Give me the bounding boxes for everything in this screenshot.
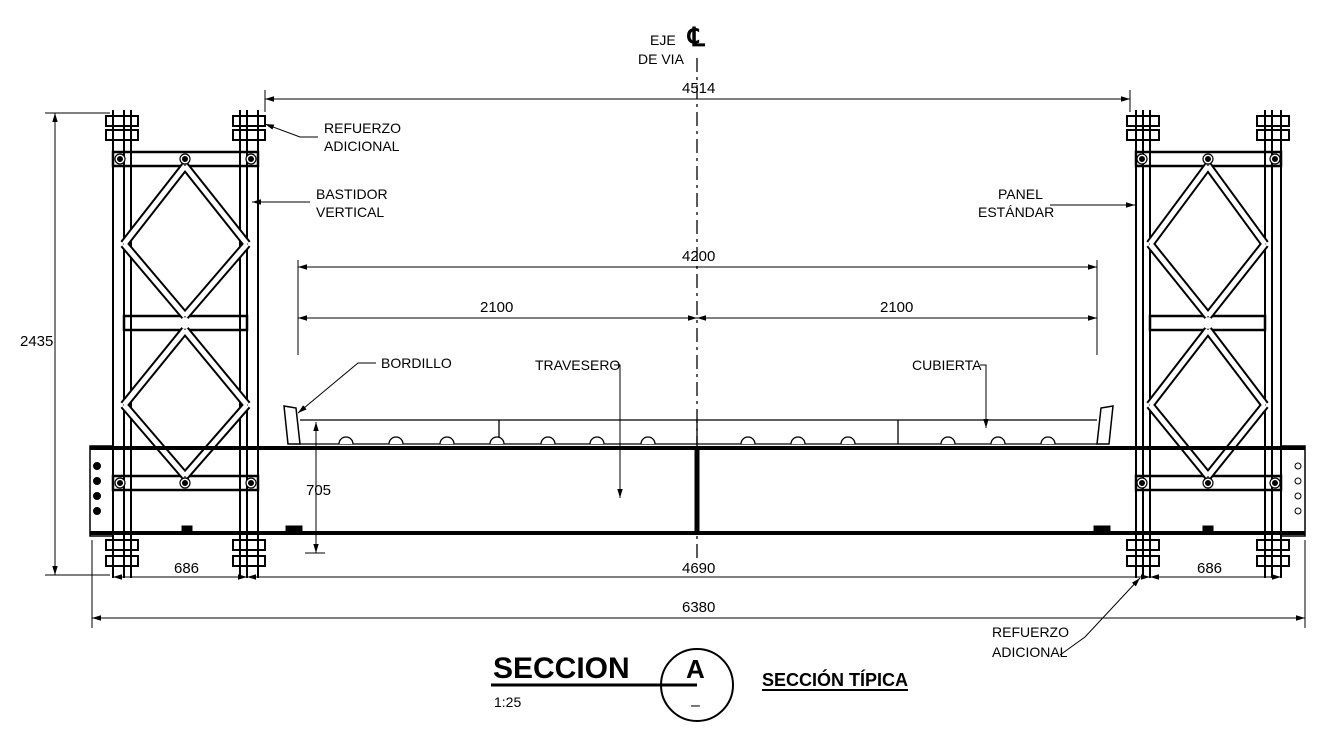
dimension-lines bbox=[45, 90, 1306, 628]
dim-panel-left: 686 bbox=[174, 560, 199, 577]
section-bubble bbox=[660, 648, 734, 722]
label-travesero: TRAVESERO bbox=[535, 357, 620, 373]
label-bastidor-1: BASTIDOR bbox=[316, 186, 388, 202]
callout-leaders bbox=[252, 123, 1141, 656]
callout-labels: REFUERZO ADICIONAL BASTIDOR VERTICAL PAN… bbox=[316, 120, 1069, 660]
centerline-label-2: DE VIA bbox=[638, 51, 685, 67]
dim-deck-depth: 705 bbox=[306, 482, 331, 499]
dim-road-width: 4200 bbox=[682, 248, 715, 265]
section-scale: 1:25 bbox=[494, 694, 521, 710]
section-title: SECCION bbox=[493, 652, 630, 685]
dim-top-span: 4514 bbox=[682, 80, 715, 97]
dim-panel-right: 686 bbox=[1197, 560, 1222, 577]
dim-overall-width: 6380 bbox=[682, 599, 715, 616]
dim-overall-height: 2435 bbox=[20, 333, 53, 350]
centerline-symbol: ℄ bbox=[687, 22, 706, 52]
section-sheet: – bbox=[691, 697, 700, 714]
label-refuerzo-bottom-1: REFUERZO bbox=[992, 624, 1069, 640]
title-block: SECCION 1:25 A – SECCIÓN TÍPICA bbox=[491, 648, 908, 722]
label-panel-1: PANEL bbox=[998, 186, 1043, 202]
dim-lane-left: 2100 bbox=[480, 299, 513, 316]
section-subtitle: SECCIÓN TÍPICA bbox=[762, 669, 908, 690]
dim-inner-span: 4690 bbox=[682, 560, 715, 577]
label-refuerzo-top-1: REFUERZO bbox=[324, 120, 401, 136]
centerline-label-1: EJE bbox=[650, 32, 676, 48]
label-panel-2: ESTÁNDAR bbox=[978, 204, 1054, 220]
label-refuerzo-bottom-2: ADICIONAL bbox=[992, 644, 1068, 660]
left-truss bbox=[105, 110, 266, 578]
label-bordillo: BORDILLO bbox=[381, 355, 452, 371]
label-bastidor-2: VERTICAL bbox=[316, 204, 384, 220]
dimension-texts: 4514 2435 4200 2100 2100 705 686 4690 68… bbox=[20, 80, 1222, 616]
section-letter: A bbox=[686, 654, 705, 684]
dim-lane-right: 2100 bbox=[880, 299, 913, 316]
label-refuerzo-top-2: ADICIONAL bbox=[324, 138, 400, 154]
deck bbox=[283, 405, 1114, 445]
transom-beam bbox=[89, 445, 1306, 537]
label-cubierta: CUBIERTA bbox=[912, 357, 982, 373]
right-truss bbox=[1126, 110, 1290, 578]
